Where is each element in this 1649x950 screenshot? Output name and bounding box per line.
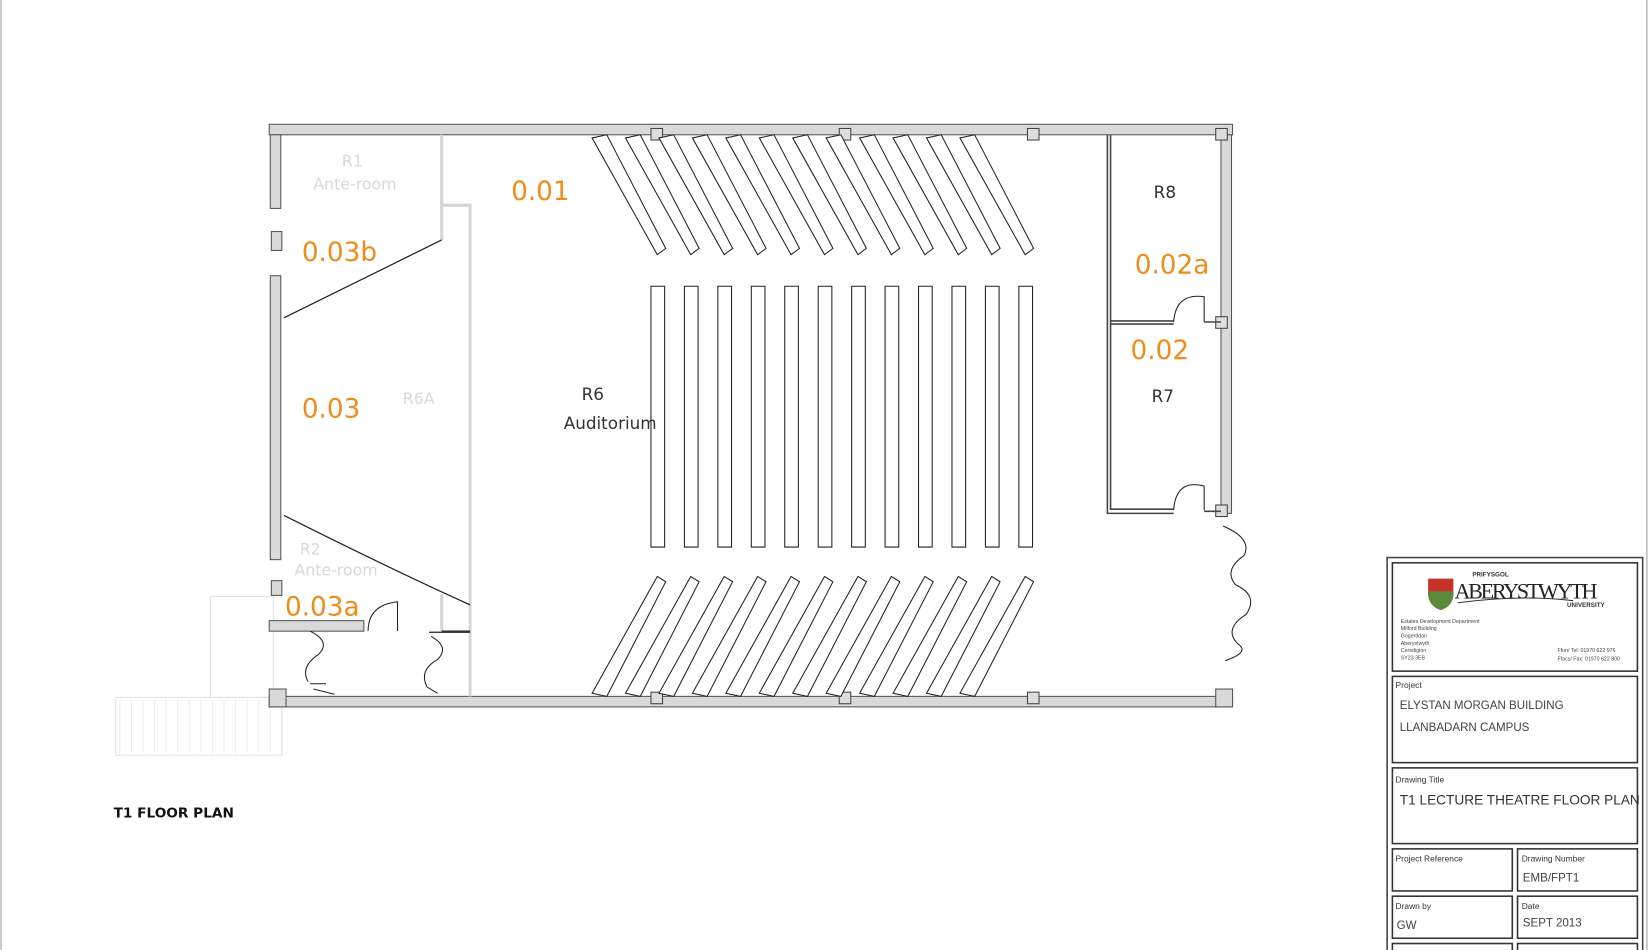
logo-prifysgol: PRIFYSGOL (1472, 571, 1509, 578)
step-lines (119, 699, 271, 754)
project-line-2: LLANBADARN CAMPUS (1400, 722, 1530, 734)
seat-row-upper (691, 134, 767, 256)
title-block: PRIFYSGOL ABERYSTWYTH UNIVERSITY Estates… (1386, 556, 1644, 950)
right-room-walls (1106, 134, 1221, 515)
logo-university: UNIVERSITY (1567, 602, 1606, 609)
fax: Ffacs/ Fax: 01970 622 800 (1558, 657, 1621, 663)
drawn-by: GW (1397, 920, 1417, 932)
seat-row-lower (858, 575, 934, 697)
address-line: Gogerddan (1401, 633, 1427, 639)
seat-row-middle (884, 285, 900, 548)
room-name-r2: Ante-room (294, 560, 377, 579)
seat-row-middle (1018, 285, 1034, 548)
room-number-0-03b: 0.03b (302, 238, 377, 268)
seat-row-middle (750, 285, 766, 548)
diagonal-partitions (283, 239, 471, 633)
drawing-title-label: Drawing Title (1396, 775, 1445, 785)
faint-partitions (440, 134, 472, 697)
seat-row-middle (683, 285, 699, 548)
address-line: Estates Development Department (1401, 619, 1480, 625)
address-line: SY23 3EB (1401, 656, 1426, 662)
address-line: Ceredigion (1401, 648, 1426, 654)
room-number-0-02a: 0.02a (1135, 251, 1210, 281)
seat-row-lower (591, 575, 667, 697)
seat-row-middle (951, 285, 967, 548)
seat-row-upper (892, 134, 968, 256)
seat-row-lower (658, 575, 734, 697)
seat-row-upper (858, 134, 934, 256)
seat-row-lower (725, 575, 801, 697)
seat-row-lower (959, 575, 1035, 697)
seat-row-upper (758, 134, 834, 256)
room-code-r8: R8 (1154, 182, 1176, 202)
room-name-r1: Ante-room (313, 174, 396, 193)
seat-row-lower (691, 575, 767, 697)
address-line: Aberystwyth (1401, 641, 1430, 647)
seat-row-middle (784, 285, 799, 548)
drawing-title: T1 LECTURE THEATRE FLOOR PLAN (1400, 793, 1640, 808)
project-label: Project (1396, 680, 1423, 690)
seat-row-lower (925, 575, 1001, 697)
seat-row-middle (851, 285, 866, 548)
seat-row-upper (925, 134, 1001, 256)
phone: Ffon/ Tel: 01970 622 976 (1558, 648, 1616, 654)
logo-aberystwyth: ABERYSTWYTH (1454, 579, 1597, 604)
room-code-r7: R7 (1152, 386, 1174, 406)
seat-row-upper (658, 134, 734, 256)
project-reference-label: Project Reference (1396, 853, 1464, 863)
plan-title: T1 FLOOR PLAN (114, 805, 234, 821)
seat-row-lower (758, 575, 834, 697)
seat-row-middle (917, 285, 933, 548)
room-number-0-01: 0.01 (511, 177, 570, 207)
seat-row-upper (591, 134, 667, 256)
seat-row-upper (959, 134, 1035, 256)
drawn-by-label: Drawn by (1396, 901, 1432, 911)
seat-row-lower (791, 575, 868, 697)
room-number-0-02: 0.02 (1131, 336, 1190, 366)
seat-row-middle (717, 285, 733, 548)
project-line-1: ELYSTAN MORGAN BUILDING (1400, 700, 1564, 712)
room-code-r6: R6 (582, 384, 604, 404)
seat-row-middle (817, 285, 833, 548)
address-line: Milford Building (1401, 626, 1437, 632)
seat-row-upper (791, 134, 868, 256)
date-label: Date (1522, 901, 1540, 911)
room-number-0-03a: 0.03a (285, 592, 360, 622)
room-code-r2: R2 (300, 539, 321, 558)
room-number-0-03: 0.03 (302, 395, 361, 425)
auditorium-seating (591, 134, 1035, 697)
seat-row-middle (984, 285, 1000, 548)
seat-row-upper (624, 134, 700, 256)
room-code-r1: R1 (342, 151, 363, 170)
seat-row-upper (725, 134, 801, 256)
doors (305, 295, 1252, 695)
university-crest-logo (1428, 578, 1574, 611)
drawing-number: EMB/FPT1 (1523, 872, 1579, 884)
room-name-r6: Auditorium (564, 413, 657, 433)
date: SEPT 2013 (1523, 918, 1582, 930)
seat-row-lower (624, 575, 700, 697)
seat-row-lower (892, 575, 968, 697)
seat-row-lower (825, 575, 901, 697)
drawing-number-label: Drawing Number (1522, 853, 1585, 863)
seat-row-middle (650, 285, 666, 548)
columns (650, 127, 1228, 705)
exterior-steps (115, 595, 283, 756)
room-code-r6a: R6A (403, 389, 435, 408)
seat-row-upper (825, 134, 901, 256)
